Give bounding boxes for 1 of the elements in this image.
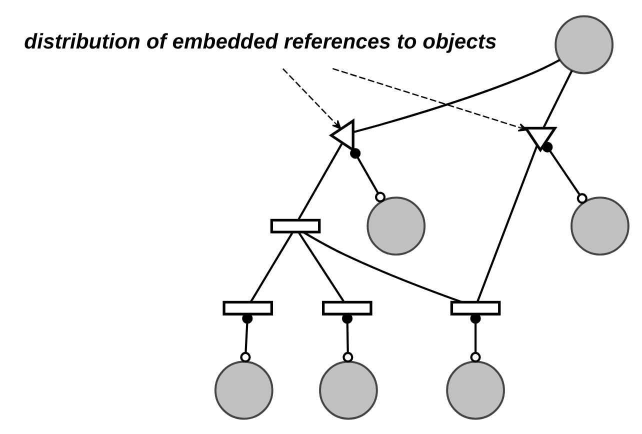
- node-text: distribution of embedded references to objects: [24, 30, 497, 53]
